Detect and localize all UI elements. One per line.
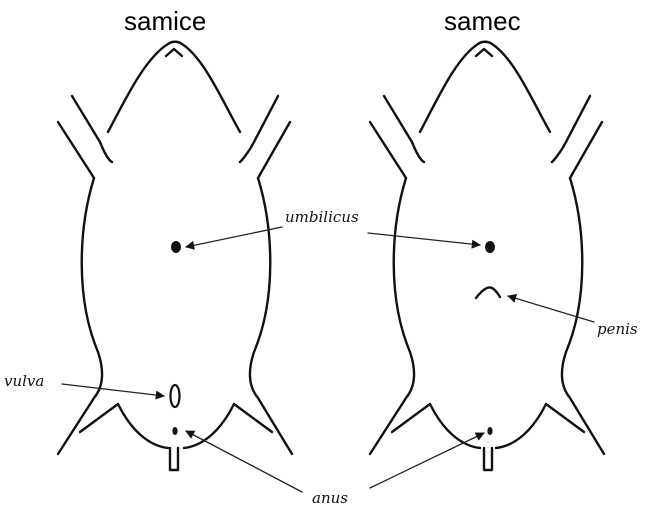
umbilicus-pointer-female bbox=[186, 227, 282, 247]
female-front-leg-left bbox=[58, 122, 94, 178]
male-body-left bbox=[370, 178, 414, 454]
vulva-pointer bbox=[62, 384, 164, 396]
male-front-leg-right-inner bbox=[570, 122, 602, 178]
female-nose bbox=[166, 49, 182, 56]
male-penis-mark bbox=[476, 287, 500, 298]
male-umbilicus-dot bbox=[485, 241, 495, 253]
female-umbilicus-dot bbox=[171, 241, 181, 253]
female-tail bbox=[170, 448, 178, 470]
female-anus-mark bbox=[172, 427, 177, 435]
male-anus-mark bbox=[487, 427, 492, 435]
male-tail bbox=[484, 448, 492, 470]
male-body-outline bbox=[370, 42, 604, 470]
female-body-outline bbox=[58, 42, 292, 470]
male-head bbox=[420, 42, 550, 132]
male-nose bbox=[476, 49, 492, 56]
umbilicus-pointer-male bbox=[368, 233, 480, 245]
male-body-right bbox=[562, 178, 604, 454]
female-front-leg-right-inner bbox=[258, 122, 290, 178]
female-hind-leg-right bbox=[184, 404, 272, 448]
female-head bbox=[108, 42, 240, 132]
male-hind-leg-right bbox=[496, 404, 584, 448]
female-vulva-mark bbox=[171, 385, 180, 407]
female-body-left bbox=[58, 178, 102, 454]
anus-label: anus bbox=[312, 489, 348, 507]
anus-pointer-male bbox=[370, 433, 484, 488]
male-front-leg-left bbox=[370, 122, 406, 178]
female-hind-leg-left bbox=[80, 404, 168, 448]
vulva-label: vulva bbox=[4, 372, 44, 390]
umbilicus-label: umbilicus bbox=[285, 208, 359, 226]
penis-label: penis bbox=[597, 320, 638, 338]
penis-pointer bbox=[508, 296, 594, 322]
